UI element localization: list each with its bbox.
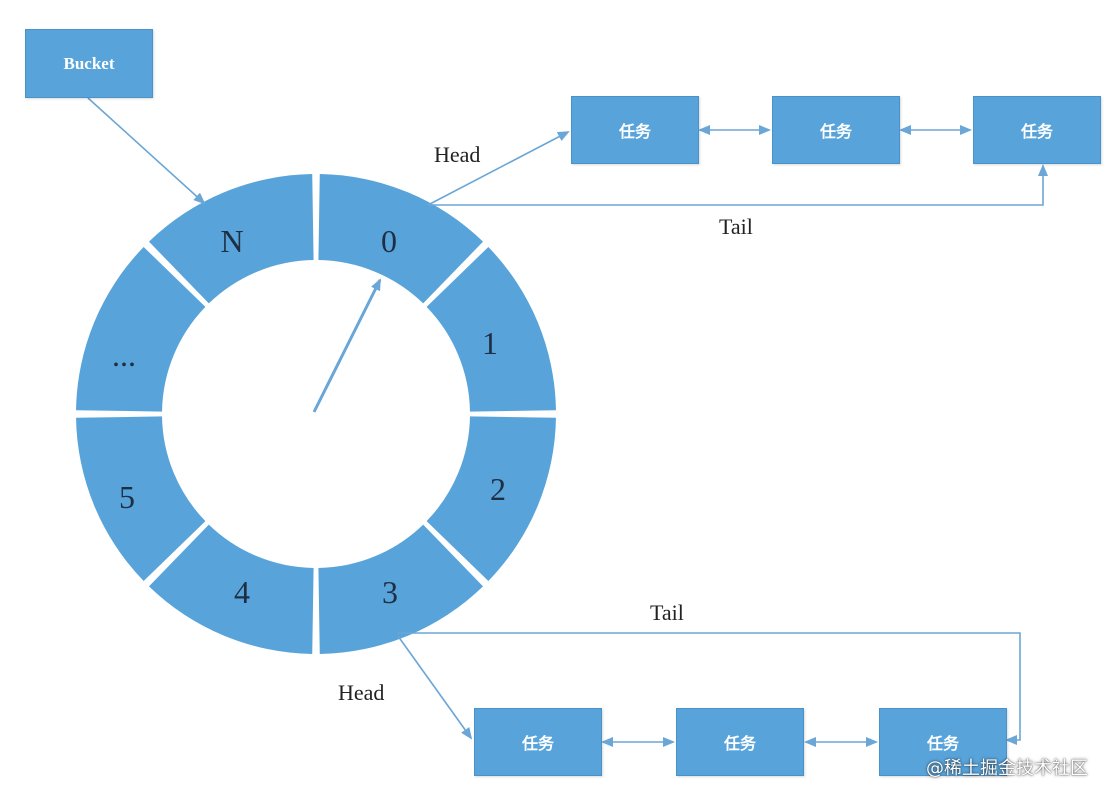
top-task-1: 任务 xyxy=(571,96,699,164)
ring-segment-4-label: 4 xyxy=(234,574,250,610)
bucket-box: Bucket xyxy=(25,29,153,98)
top-task-2: 任务 xyxy=(772,96,900,164)
ring-segment-3-label: 3 xyxy=(382,574,398,610)
top-task-3: 任务 xyxy=(973,96,1101,164)
bottom-tail-label: Tail xyxy=(650,600,684,625)
top-task-1-label: 任务 xyxy=(618,122,651,141)
ring-segment-3 xyxy=(318,524,484,654)
ring-segment-5 xyxy=(76,416,206,582)
bottom-task-1: 任务 xyxy=(474,708,602,776)
ring-segment-2-label: 2 xyxy=(490,471,506,507)
bottom-task-2-label: 任务 xyxy=(723,734,756,753)
ring-segment-ellipsis-label: ... xyxy=(112,337,136,373)
bottom-task-3: 任务 xyxy=(879,708,1007,776)
top-task-2-label: 任务 xyxy=(819,122,852,141)
ring-segment-n-label: N xyxy=(220,223,243,259)
ring-segment-1 xyxy=(426,246,556,412)
top-task-3-label: 任务 xyxy=(1020,122,1053,141)
watermark: @稀土掘金技术社区 xyxy=(926,758,1088,779)
ring-segment-ellipsis xyxy=(76,246,206,412)
bottom-head-arrow xyxy=(397,635,473,740)
top-head-arrow xyxy=(427,131,570,206)
ring-segment-5-label: 5 xyxy=(119,479,135,515)
bottom-task-2: 任务 xyxy=(676,708,804,776)
ring-segment-2 xyxy=(426,416,556,582)
bottom-tail-arrow xyxy=(398,632,1021,745)
bottom-head-label: Head xyxy=(338,680,384,705)
bottom-task-1-label: 任务 xyxy=(521,734,554,753)
ring-segment-0 xyxy=(318,174,484,304)
ring-segment-1-label: 1 xyxy=(482,325,498,361)
bucket-label: Bucket xyxy=(63,53,115,73)
bucket-arrow xyxy=(87,97,206,205)
ring-segment-n xyxy=(148,174,314,304)
ring: 0 1 2 3 4 5 ... N xyxy=(76,174,556,654)
ring-segment-0-label: 0 xyxy=(381,223,397,259)
bottom-task-3-label: 任务 xyxy=(926,734,959,753)
top-tail-label: Tail xyxy=(719,214,753,239)
ring-segment-4 xyxy=(148,524,314,654)
top-tail-arrow xyxy=(428,164,1048,206)
pointer-arrow xyxy=(312,278,382,413)
top-head-label: Head xyxy=(434,142,480,167)
